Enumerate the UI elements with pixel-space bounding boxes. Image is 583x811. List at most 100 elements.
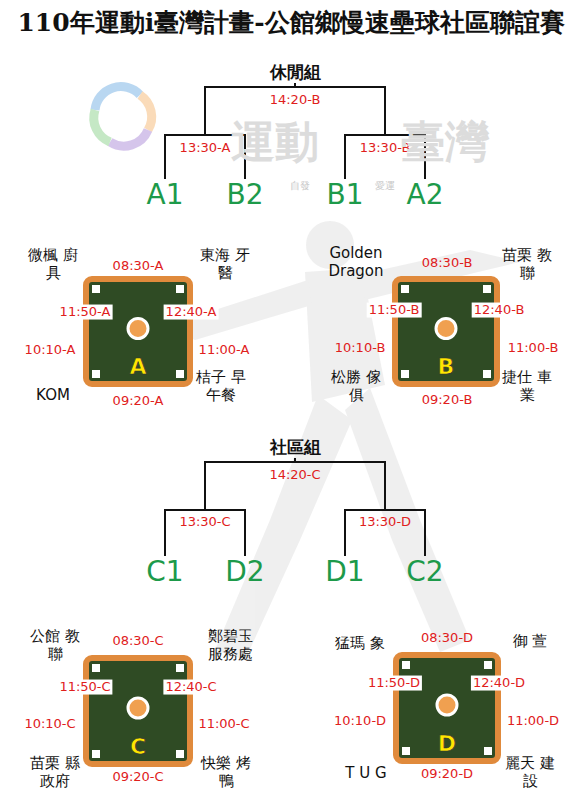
game-time: 12:40-B xyxy=(472,303,527,318)
game-time: 08:30-B xyxy=(422,256,473,271)
pitcher-silhouette xyxy=(150,221,520,660)
game-time: 11:50-D xyxy=(366,676,422,691)
bracket-slot: C2 xyxy=(406,558,443,586)
base-marker xyxy=(401,370,409,378)
watermark: 運動 xyxy=(231,120,319,164)
base-marker xyxy=(484,747,492,755)
base-marker xyxy=(176,664,184,672)
slot-label: D1 xyxy=(325,558,364,586)
game-time: 09:20-B xyxy=(422,393,473,408)
game-time: 10:10-D xyxy=(334,714,386,729)
bracket-slot: D2 xyxy=(225,558,264,586)
bracket-slot: C1 xyxy=(146,558,183,586)
team-name: 桔子 早午餐 xyxy=(196,368,246,404)
base-marker xyxy=(401,285,409,293)
team-name: 公館 教聯 xyxy=(30,627,80,663)
base-marker xyxy=(483,370,491,378)
game-time: 08:30-A xyxy=(113,259,164,274)
team-name: Golden Dragon xyxy=(319,244,393,280)
game-time: 11:00-B xyxy=(508,341,559,356)
base-marker xyxy=(176,750,184,758)
field-letter: B xyxy=(392,356,500,378)
team-name: 微楓 廚具 xyxy=(28,246,78,282)
team-name: 猛瑪 象 xyxy=(335,634,385,652)
team-name: 東海 牙醫 xyxy=(200,246,250,282)
pitcher-mound xyxy=(128,319,148,339)
game-time: 11:50-A xyxy=(58,305,113,320)
game-time: 09:20-D xyxy=(421,767,473,782)
game-time: 08:30-D xyxy=(421,631,473,646)
slot-label: D2 xyxy=(225,558,264,586)
base-marker xyxy=(484,661,492,669)
page-title: 110年運動i臺灣計畫-公館鄉慢速壘球社區聯誼賽 xyxy=(17,6,564,39)
game-time: 08:30-C xyxy=(112,634,163,649)
pitcher-mound xyxy=(128,698,148,718)
bracket-slot: B1 xyxy=(326,181,363,209)
game-time: 12:40-D xyxy=(471,676,527,691)
silhouette-leg xyxy=(215,395,352,660)
slot-label: B1 xyxy=(326,181,363,209)
logo-mark xyxy=(94,87,152,146)
game-time: 10:10-B xyxy=(335,341,386,356)
game-time: 11:00-C xyxy=(198,717,249,732)
slot-label: A1 xyxy=(147,181,184,209)
game-time: 12:40-C xyxy=(163,680,218,695)
team-name: 快樂 烤鴨 xyxy=(201,754,251,790)
logo-arc xyxy=(94,110,110,142)
game-time: 11:00-A xyxy=(199,343,250,358)
base-marker xyxy=(483,285,491,293)
game-time: 13:30-A xyxy=(180,141,231,156)
bracket-slot: A2 xyxy=(407,181,444,209)
base-marker xyxy=(92,285,100,293)
game-time: 11:50-C xyxy=(57,680,112,695)
logo-arc xyxy=(95,87,140,110)
slot-label: C2 xyxy=(406,558,443,586)
game-time: 09:20-C xyxy=(112,770,163,785)
ball-field: D xyxy=(393,652,501,764)
base-marker xyxy=(92,370,100,378)
team-name: 鄭碧玉 服務處 xyxy=(201,627,259,663)
field-letter: C xyxy=(83,736,193,758)
bracket-slot: D1 xyxy=(325,558,364,586)
group-heading: 社區組 xyxy=(270,438,321,457)
logo-arc xyxy=(140,95,152,130)
game-time: 11:50-B xyxy=(367,303,422,318)
game-time: 14:20-B xyxy=(270,93,321,108)
ball-field: C xyxy=(83,655,193,767)
bracket-slot: A1 xyxy=(147,181,184,209)
game-time: 11:00-D xyxy=(507,714,559,729)
field-letter: D xyxy=(393,733,501,755)
team-name: T U G xyxy=(345,764,386,782)
group-title: 社區組 xyxy=(270,438,321,457)
base-marker xyxy=(402,661,410,669)
game-time: 13:30-D xyxy=(359,515,411,530)
group-heading: 休閒組 xyxy=(270,63,321,82)
game-time: 12:40-A xyxy=(164,305,219,320)
ball-field: A xyxy=(83,276,193,387)
game-time: 14:20-C xyxy=(269,468,320,483)
field-letter: A xyxy=(83,356,193,378)
base-marker xyxy=(402,747,410,755)
slot-label: C1 xyxy=(146,558,183,586)
team-name: 捷仕 車業 xyxy=(502,368,552,404)
group-title: 休閒組 xyxy=(270,63,321,82)
watermark: 臺灣 xyxy=(401,120,489,164)
team-name: 麗天 建設 xyxy=(505,754,555,790)
ball-field: B xyxy=(392,276,500,387)
watermark: 自發 xyxy=(290,181,310,191)
bracket-slot: B2 xyxy=(226,181,263,209)
silhouette-leg xyxy=(345,388,470,652)
team-name: 松勝 傢俱 xyxy=(331,368,381,404)
team-name: 苗栗 教聯 xyxy=(502,246,552,282)
base-marker xyxy=(176,285,184,293)
slot-label: B2 xyxy=(226,181,263,209)
team-name: 御 萱 xyxy=(513,632,548,650)
pitcher-mound xyxy=(436,319,456,339)
logo-arc xyxy=(110,130,148,146)
team-name: 苗栗 縣政府 xyxy=(30,754,80,790)
team-name: KOM xyxy=(28,386,78,404)
watermark: 愛運 xyxy=(375,181,395,191)
base-marker xyxy=(176,370,184,378)
game-time: 10:10-C xyxy=(24,717,75,732)
